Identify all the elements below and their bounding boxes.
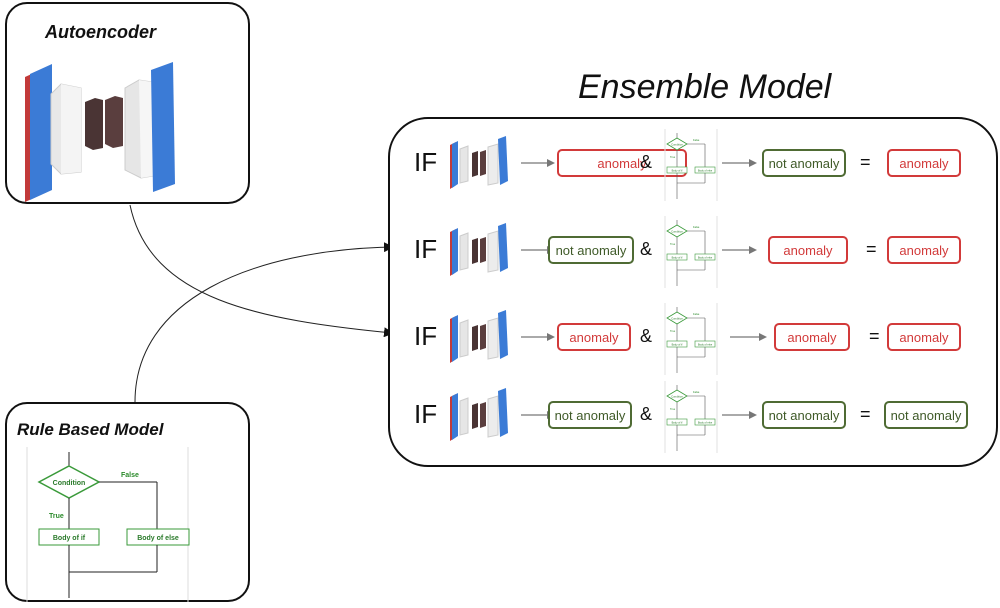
rule-based-title: Rule Based Model <box>17 420 164 439</box>
svg-text:Condition: Condition <box>671 395 683 399</box>
svg-text:False: False <box>693 390 700 394</box>
svg-text:Body of if: Body of if <box>672 420 683 424</box>
svg-text:True: True <box>670 329 676 333</box>
ensemble-title: Ensemble Model <box>578 68 832 106</box>
mini-autoencoder-icon <box>450 388 508 441</box>
svg-text:False: False <box>693 225 700 229</box>
if-label: IF <box>414 399 438 429</box>
rule-result-badge: anomaly <box>768 236 848 264</box>
and-operator: & <box>640 152 653 172</box>
svg-text:True: True <box>670 242 676 246</box>
ensemble-result-badge: anomaly <box>887 323 961 351</box>
and-operator: & <box>640 239 653 259</box>
autoencoder-panel: Autoencoder <box>5 2 250 204</box>
autoencoder-diagram <box>25 62 175 202</box>
svg-text:Body of if: Body of if <box>672 168 683 172</box>
rule-result-badge: not anomaly <box>762 401 846 429</box>
svg-text:Body of else: Body of else <box>698 420 713 424</box>
mini-autoencoder-icon <box>450 223 508 276</box>
svg-text:True: True <box>670 407 676 411</box>
svg-text:Body of else: Body of else <box>698 342 713 346</box>
equals-operator: = <box>860 152 871 172</box>
arrow-to-rule-result <box>730 333 767 341</box>
if-label: IF <box>414 147 438 177</box>
svg-text:Body of if: Body of if <box>672 255 683 259</box>
svg-text:True: True <box>670 155 676 159</box>
svg-text:Body of if: Body of if <box>672 342 683 346</box>
svg-text:Condition: Condition <box>671 230 683 234</box>
equals-operator: = <box>860 404 871 424</box>
svg-text:False: False <box>693 312 700 316</box>
ensemble-result-badge: anomaly <box>887 236 961 264</box>
svg-text:False: False <box>693 138 700 142</box>
rule-result-badge: anomaly <box>774 323 850 351</box>
svg-text:Body of else: Body of else <box>698 168 713 172</box>
flowchart-diagram: Condition False True Body of if Body of … <box>26 447 190 602</box>
and-operator: & <box>640 404 653 424</box>
false-label: False <box>121 472 139 479</box>
body-if-text: Body of if <box>53 535 86 542</box>
rule-connector <box>134 242 394 403</box>
body-else-text: Body of else <box>137 535 179 542</box>
equals-operator: = <box>869 326 880 346</box>
autoencoder-result-badge: not anomaly <box>548 236 634 264</box>
svg-text:Condition: Condition <box>671 317 683 321</box>
true-label: True <box>49 513 64 520</box>
ensemble-result-badge: anomaly <box>887 149 961 177</box>
and-operator: & <box>640 326 653 346</box>
if-label: IF <box>414 234 438 264</box>
mini-autoencoder-icon <box>450 136 508 189</box>
arrow-to-rule-result <box>722 411 757 419</box>
condition-text: Condition <box>53 480 86 487</box>
autoencoder-result-badge: not anomaly <box>548 401 632 429</box>
arrow-to-rule-result <box>722 159 757 167</box>
svg-text:Condition: Condition <box>671 143 683 147</box>
body-else-box <box>126 528 190 546</box>
if-label: IF <box>414 321 438 351</box>
rule-result-badge: not anomaly <box>762 149 846 177</box>
arrow-to-autoencoder-result <box>521 333 555 341</box>
equals-operator: = <box>866 239 877 259</box>
autoencoder-result-badge: anomaly <box>557 323 631 351</box>
arrow-to-rule-result <box>722 246 757 254</box>
rule-based-panel: Rule Based Model Condition False True Bo… <box>5 402 250 602</box>
autoencoder-title: Autoencoder <box>45 22 157 42</box>
mini-autoencoder-icon <box>450 310 508 363</box>
svg-text:Body of else: Body of else <box>698 255 713 259</box>
arrow-to-autoencoder-result <box>521 159 555 167</box>
autoencoder-connector <box>129 204 394 338</box>
ensemble-result-badge: not anomaly <box>884 401 968 429</box>
